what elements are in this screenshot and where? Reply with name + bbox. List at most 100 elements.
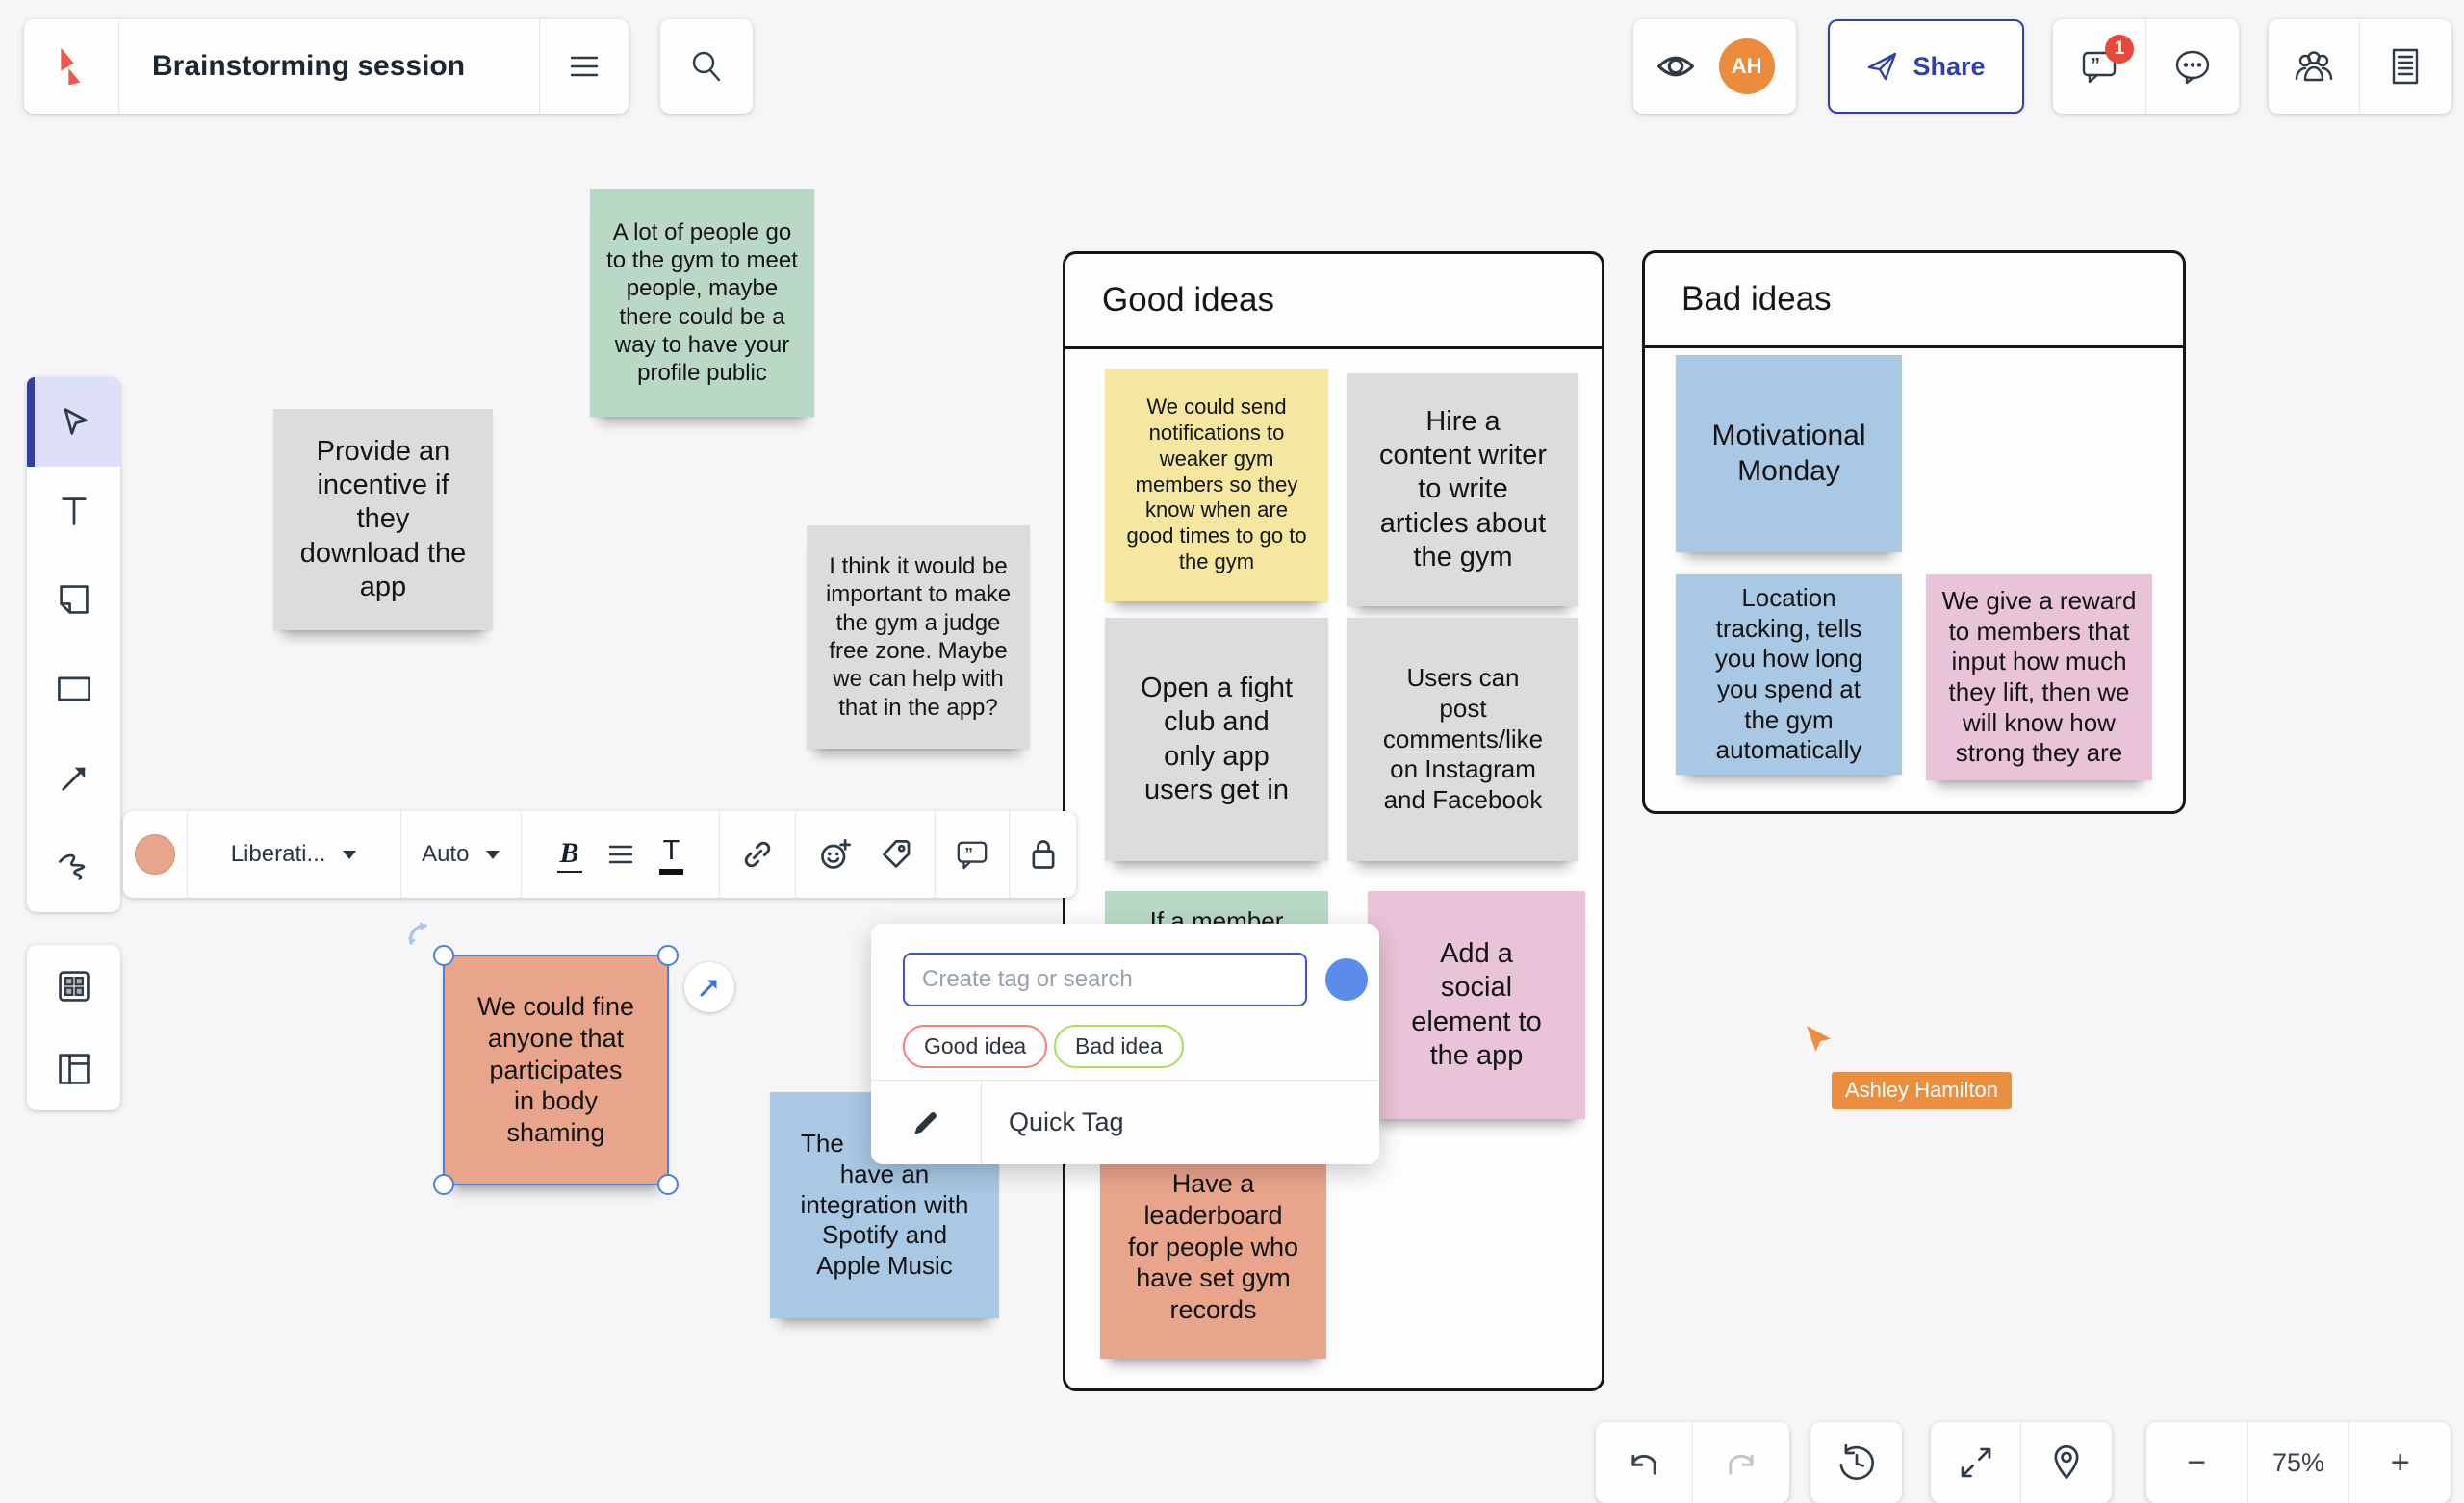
tag-button[interactable] (880, 838, 912, 871)
comment-quote-icon: ” (2082, 51, 2117, 84)
presence-group: AH (1633, 19, 1796, 114)
document-header: Brainstorming session (24, 19, 629, 114)
redo-button[interactable] (1693, 1422, 1789, 1503)
panels-button[interactable] (27, 1028, 120, 1110)
font-size-value: Auto (422, 841, 470, 867)
tag-option-good-idea[interactable]: Good idea (903, 1025, 1048, 1068)
font-size-dropdown[interactable]: Auto (401, 811, 521, 898)
tag-option-bad-idea[interactable]: Bad idea (1054, 1025, 1184, 1068)
text-color-button[interactable]: T (658, 835, 684, 875)
document-icon (2392, 48, 2419, 85)
resize-handle-bottom-right[interactable] (657, 1174, 679, 1195)
share-label: Share (1912, 51, 1986, 81)
sticky-note[interactable]: Hire a content writer to write articles … (1348, 373, 1578, 606)
sticky-note[interactable]: Have a leaderboard for people who have s… (1100, 1135, 1326, 1359)
resize-handle-top-left[interactable] (433, 945, 454, 966)
scribble-pen-icon (58, 853, 85, 880)
svg-text:”: ” (965, 845, 974, 863)
tool-text[interactable] (27, 467, 120, 556)
view-controls (1931, 1422, 2112, 1503)
avatar[interactable]: AH (1718, 38, 1775, 94)
bold-button[interactable]: B (556, 837, 582, 873)
undo-button[interactable] (1596, 1422, 1692, 1503)
sticky-note[interactable]: Users can post comments/like on Instagra… (1348, 618, 1578, 861)
quick-tag-edit-button[interactable] (871, 1081, 982, 1164)
share-button[interactable]: Share (1828, 19, 2024, 114)
board-title[interactable]: Brainstorming session (152, 50, 466, 82)
comment-count-badge: 1 (2105, 35, 2134, 64)
tool-sticky-note[interactable] (27, 555, 120, 645)
search-button[interactable] (660, 19, 753, 114)
undo-icon (1631, 1454, 1656, 1475)
collaborators-button[interactable] (2269, 19, 2359, 114)
font-family-dropdown[interactable]: Liberati... (188, 811, 400, 898)
font-family-value: Liberati... (230, 841, 326, 867)
link-button[interactable] (720, 811, 795, 898)
sticky-note[interactable]: Location tracking, tells you how long yo… (1676, 574, 1902, 775)
template-gallery-button[interactable] (27, 945, 120, 1028)
note-line: The (801, 1129, 844, 1159)
text-style-group: B T (522, 811, 719, 898)
tool-draw[interactable] (27, 823, 120, 912)
sticky-note[interactable]: I think it would be important to make th… (807, 525, 1030, 749)
zoom-level-value: 75% (2272, 1447, 2325, 1477)
quick-connect-button[interactable] (684, 962, 734, 1012)
svg-text:”: ” (2091, 55, 2100, 76)
format-toolbar: Liberati... Auto B T (123, 811, 1076, 898)
collaboration-group (2269, 19, 2451, 114)
layout-panels-icon (58, 1054, 90, 1084)
history-button[interactable] (1810, 1422, 1902, 1503)
add-emoji-button[interactable] (818, 837, 853, 872)
lock-icon (1032, 840, 1055, 869)
hamburger-menu-icon (570, 56, 599, 77)
tag-search-input[interactable] (903, 953, 1307, 1006)
zoom-in-button[interactable]: + (2349, 1422, 2451, 1503)
sticky-note[interactable]: We could send notifications to weaker gy… (1105, 369, 1328, 601)
zoom-out-button[interactable]: − (2146, 1422, 2247, 1503)
lock-button[interactable] (1010, 811, 1076, 898)
expand-icon (1961, 1447, 1990, 1478)
sticky-note[interactable]: Provide an incentive if they download th… (273, 409, 493, 630)
locate-button[interactable] (2021, 1422, 2111, 1503)
arrow-up-right-icon (700, 980, 717, 997)
rotate-handle[interactable] (404, 918, 437, 951)
cursor-icon (64, 408, 88, 436)
sticky-note-icon (59, 585, 89, 615)
sticky-note-selected[interactable]: We could fine anyone that participates i… (443, 955, 669, 1185)
color-swatch (134, 834, 175, 875)
sticky-note[interactable]: A lot of people go to the gym to meet pe… (590, 189, 814, 417)
frame-title[interactable]: Bad ideas (1645, 253, 2183, 348)
tool-select[interactable] (27, 377, 120, 467)
quick-tag-row[interactable]: Quick Tag (871, 1080, 1379, 1164)
undo-redo-group (1596, 1422, 1789, 1503)
comments-group: ” 1 (2053, 19, 2239, 114)
resize-handle-bottom-left[interactable] (433, 1174, 454, 1195)
note-lines: have an integration with Spotify and App… (800, 1159, 969, 1281)
comments-button[interactable]: ” 1 (2053, 19, 2145, 114)
grid-icon (58, 971, 90, 1002)
sticky-note[interactable]: Open a fight club and only app users get… (1105, 618, 1328, 861)
notes-panel-button[interactable] (2360, 19, 2451, 114)
main-menu-button[interactable] (540, 19, 629, 114)
frame-title[interactable]: Good ideas (1065, 254, 1602, 349)
zoom-level-button[interactable]: 75% (2248, 1422, 2349, 1503)
rectangle-icon (57, 676, 90, 701)
sticky-note[interactable]: Add a social element to the app (1368, 891, 1585, 1119)
app-logo[interactable] (24, 19, 118, 114)
tool-shape[interactable] (27, 645, 120, 734)
fill-color-button[interactable] (123, 811, 187, 898)
comment-button[interactable]: ” (936, 811, 1010, 898)
view-eye-icon[interactable] (1655, 51, 1697, 82)
align-button[interactable] (607, 843, 634, 866)
chat-button[interactable] (2146, 19, 2239, 114)
sticky-note[interactable]: We give a reward to members that input h… (1926, 574, 2152, 780)
text-icon (61, 497, 87, 525)
resize-handle-top-right[interactable] (657, 945, 679, 966)
tool-arrow[interactable] (27, 733, 120, 823)
tag-color-picker[interactable] (1325, 958, 1368, 1001)
paper-plane-icon (1868, 52, 1897, 81)
rotate-icon (408, 922, 427, 945)
sticky-note[interactable]: Motivational Monday (1676, 355, 1902, 552)
fit-to-screen-button[interactable] (1931, 1422, 2020, 1503)
collaborator-cursor-icon (1807, 1026, 1831, 1052)
